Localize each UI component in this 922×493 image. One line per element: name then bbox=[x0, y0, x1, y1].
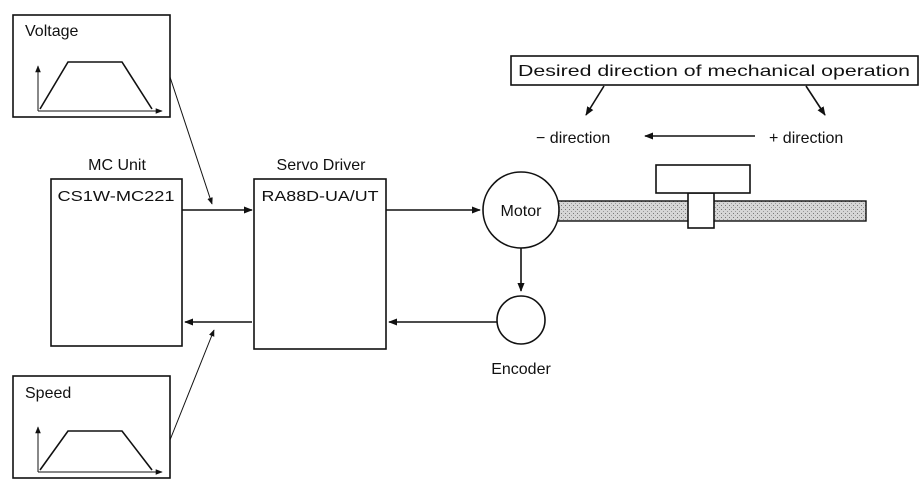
caption-to-minus-arrow bbox=[585, 85, 605, 116]
direction-caption-box bbox=[510, 55, 919, 86]
direction-annotation: Desired direction of mechanical operatio… bbox=[510, 55, 919, 147]
minus-direction-label: − direction bbox=[536, 130, 610, 147]
motor: Motor bbox=[482, 171, 560, 249]
screw-nut bbox=[687, 192, 715, 229]
speed-to-feedback-leader bbox=[169, 329, 215, 441]
voltage-to-command-leader bbox=[169, 76, 213, 205]
mc-unit-block: MC Unit CS1W-MC221 bbox=[50, 157, 183, 347]
speed-trapezoid-profile bbox=[39, 430, 153, 471]
voltage-trapezoid-profile bbox=[39, 61, 153, 110]
encoder-circle bbox=[496, 295, 546, 345]
plus-direction-label: + direction bbox=[769, 130, 843, 147]
caption-to-plus-arrow bbox=[805, 85, 826, 116]
mc-unit-title: MC Unit bbox=[88, 157, 146, 174]
direction-caption: Desired direction of mechanical operatio… bbox=[518, 63, 910, 80]
mc-unit-box bbox=[50, 178, 183, 347]
servo-driver-title: Servo Driver bbox=[277, 157, 367, 174]
servo-driver-model: RA88D-UA/UT bbox=[262, 188, 379, 205]
motor-label: Motor bbox=[501, 203, 543, 220]
voltage-graph: Voltage bbox=[12, 14, 171, 118]
work-table bbox=[655, 164, 751, 194]
encoder: Encoder bbox=[491, 295, 551, 378]
ball-screw-assembly bbox=[555, 164, 867, 229]
encoder-label: Encoder bbox=[491, 361, 551, 378]
mc-unit-model: CS1W-MC221 bbox=[58, 188, 175, 205]
speed-graph: Speed bbox=[12, 375, 171, 479]
voltage-graph-title: Voltage bbox=[25, 23, 78, 40]
servo-driver-box bbox=[253, 178, 387, 350]
servo-driver-block: Servo Driver RA88D-UA/UT bbox=[253, 157, 387, 350]
speed-graph-title: Speed bbox=[25, 385, 71, 402]
